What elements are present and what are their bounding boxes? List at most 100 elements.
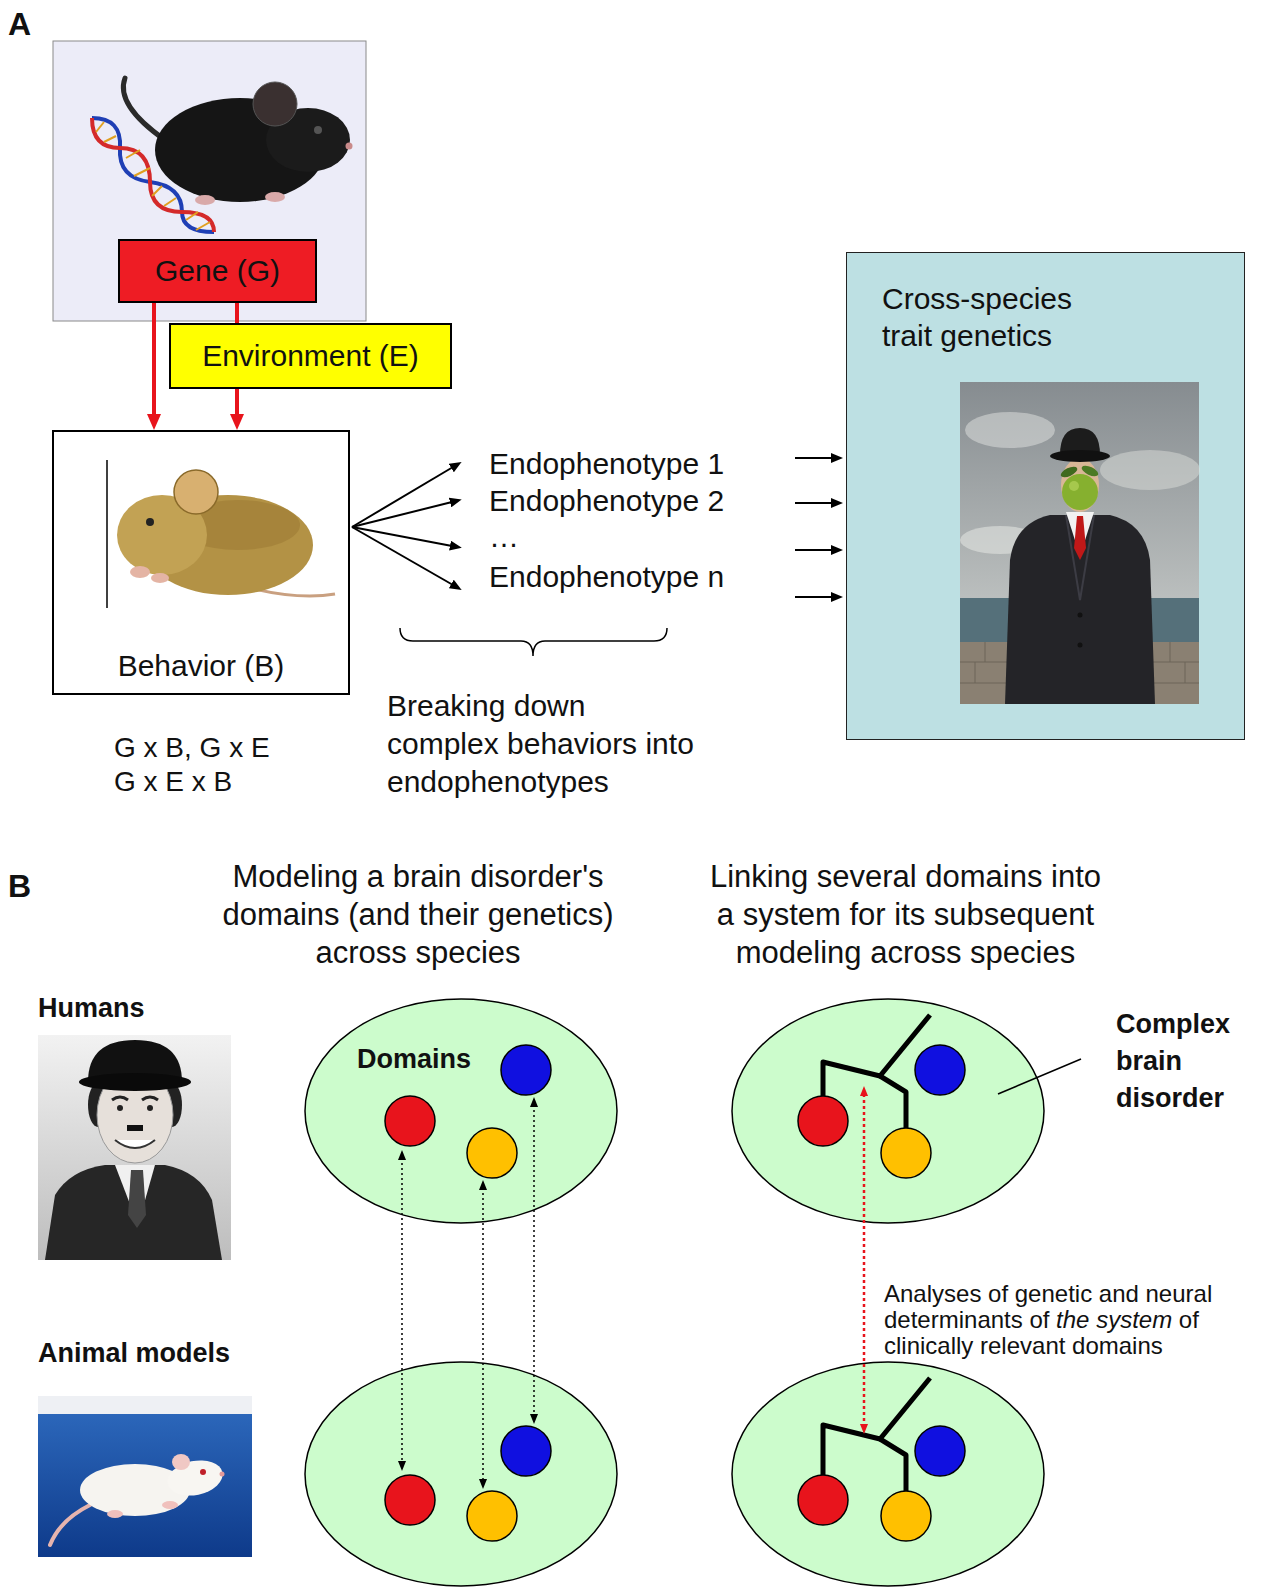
endophenotype-label: Endophenotype 1: [489, 447, 724, 482]
grooming-mouse-photo: [107, 460, 335, 608]
leader-line: [998, 1059, 1081, 1094]
disorder-ellipse: [305, 1362, 617, 1586]
mouse-dna-photo: [53, 41, 366, 321]
cross-species-link: [401, 1158, 403, 1463]
chaplin-photo: [117, 1105, 123, 1111]
disorder-ellipse: [732, 1362, 1044, 1586]
painting: [1078, 613, 1083, 618]
endophenotype-arrows: [795, 457, 833, 459]
grooming-mouse-photo: [151, 573, 169, 583]
label-holder: …: [489, 520, 519, 555]
domain-circle: [915, 1426, 965, 1476]
chaplin-photo: [79, 1073, 191, 1091]
mouse-dna-photo: [123, 78, 165, 140]
column-heading: Modeling a brain disorder's domains (and…: [201, 858, 635, 972]
domains-ellipse: Domains: [304, 998, 671, 1224]
ellipse-outline: [304, 998, 618, 1224]
rat-photo: [162, 1501, 178, 1509]
domain-circle: [915, 1045, 965, 1095]
painting: [965, 412, 1055, 448]
endophenotype-arrows: [795, 549, 833, 551]
endophenotype-arrows: [352, 467, 453, 527]
panel-letter: B: [8, 868, 31, 905]
note-text: the system: [1056, 1306, 1172, 1333]
node-label: Environment (E): [202, 338, 419, 375]
cross-species-link: [533, 1105, 535, 1416]
label-holder: Endophenotype 2: [489, 484, 724, 519]
mouse-dna-photo: [53, 41, 366, 321]
painting: [1066, 515, 1094, 600]
label-holder: G x E x B: [114, 766, 232, 798]
painting: [1080, 464, 1100, 479]
interaction-note: G x B, G x E: [114, 732, 270, 764]
painting: [1059, 465, 1079, 480]
brace-caption: Breaking down complex behaviors into end…: [387, 687, 700, 801]
domain-circle: [385, 1096, 435, 1146]
painting: [1062, 474, 1098, 510]
environment-box: Environment (E): [169, 323, 452, 389]
endophenotype-arrows: [795, 596, 833, 598]
painting: [1185, 662, 1186, 683]
mouse-dna-photo: [126, 150, 140, 158]
domain-circle: [798, 1475, 848, 1525]
domain-tree: [823, 1378, 930, 1475]
label-holder: Modeling a brain disorder's domains (and…: [201, 858, 635, 972]
behavior-box: Behavior (B): [52, 430, 350, 695]
grooming-mouse-photo: [130, 566, 150, 578]
mouse-dna-photo: [196, 222, 210, 230]
painting: [960, 382, 1199, 704]
brace: [400, 628, 667, 656]
domain-tree: [823, 1015, 930, 1096]
node-label: Domains: [357, 1043, 671, 1076]
mouse-dna-photo: [195, 195, 215, 205]
painting: [1170, 642, 1171, 662]
chaplin-photo: [45, 1165, 222, 1260]
species-label: Animal models: [38, 1338, 230, 1369]
mouse-dna-photo: [186, 212, 198, 220]
rat-photo: [38, 1396, 252, 1557]
grooming-mouse-photo: [106, 460, 108, 608]
label-holder: A: [8, 6, 31, 43]
chaplin-photo: [128, 1170, 146, 1228]
label-holder: Linking several domains into a system fo…: [703, 858, 1108, 972]
mouse-dna-photo: [104, 136, 116, 142]
rat-photo: [107, 1510, 123, 1518]
domain-tree: [880, 1076, 906, 1128]
mouse-dna-photo: [152, 186, 162, 196]
mouse-dna-photo: [96, 122, 104, 132]
domain-tree: [823, 1015, 930, 1491]
domain-circle: [501, 1045, 551, 1095]
endophenotype-label: Endophenotype 2: [489, 484, 724, 519]
endophenotype-arrows: [352, 502, 452, 527]
domain-circle: [881, 1128, 931, 1178]
rat-photo: [220, 1472, 225, 1477]
painting: [1050, 450, 1110, 462]
label-holder: Endophenotype 1: [489, 447, 724, 482]
painting: [960, 382, 1200, 704]
cross-species-link: [482, 1188, 484, 1481]
painting: [1005, 515, 1155, 704]
grooming-mouse-photo: [174, 470, 218, 514]
mouse-dna-photo: [346, 143, 353, 150]
connector-arrow: [152, 303, 156, 418]
chaplin-photo: [147, 1105, 153, 1111]
domain-circle: [385, 1045, 965, 1541]
chaplin-photo: [112, 1097, 158, 1100]
domain-circle: [467, 1491, 517, 1541]
panel-letter: A: [8, 6, 31, 43]
connector-arrow: [235, 303, 239, 323]
label-holder: Endophenotype n: [489, 560, 724, 595]
domain-circle: [467, 1128, 517, 1178]
node-label: Behavior (B): [118, 648, 285, 685]
callout-label: Complex brain disorder: [1116, 1006, 1235, 1117]
painting: [1078, 643, 1083, 648]
mouse-dna-photo: [314, 126, 322, 134]
ellipse-outline: [305, 999, 617, 1223]
chaplin-photo: [38, 1035, 231, 1260]
painting: [975, 662, 976, 683]
cross-species-link: [402, 1105, 534, 1481]
painting: [1074, 516, 1086, 560]
painting: [1100, 450, 1200, 490]
painting: [985, 642, 986, 662]
mouse-dna-photo: [265, 192, 285, 202]
